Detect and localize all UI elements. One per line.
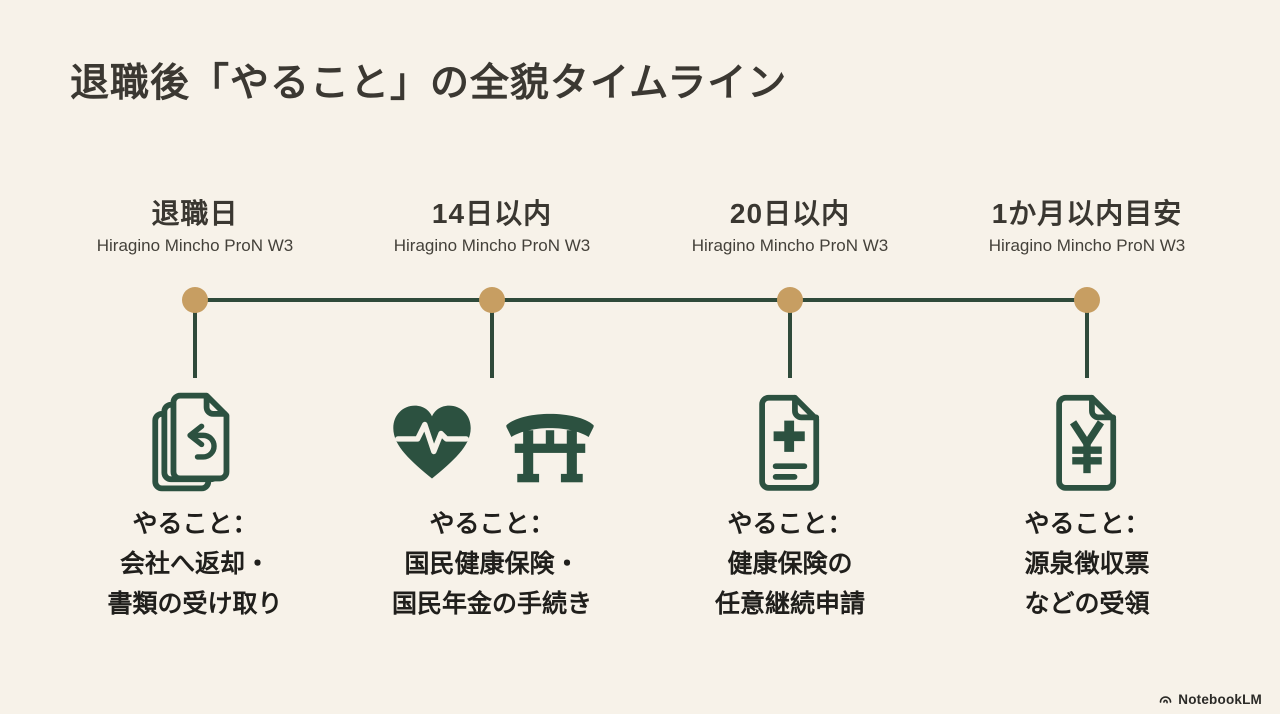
timeline-drop-line: [490, 300, 494, 378]
notebooklm-watermark: NotebookLM: [1158, 692, 1262, 707]
timeline-drop-line: [788, 300, 792, 378]
notebooklm-brand-text: NotebookLM: [1178, 692, 1262, 707]
task-text: やること： 源泉徴収票 などの受領: [1024, 510, 1150, 618]
yen-document-icon: [1046, 391, 1128, 493]
torii-gate-icon: [503, 400, 597, 484]
timeline-dot: [182, 287, 208, 313]
milestone-heading: 退職日: [151, 198, 239, 229]
timeline-dot: [1074, 287, 1100, 313]
timeline-dot: [479, 287, 505, 313]
milestone-heading: 14日以内: [431, 198, 553, 229]
milestone-column-14days: 14日以内 Hiragino Mincho ProN W3: [342, 192, 642, 632]
page-title: 退職後「やること」の全貌タイムライン: [70, 62, 788, 105]
timeline-drop-line: [1085, 300, 1089, 378]
milestone-subheading: Hiragino Mincho ProN W3: [96, 236, 294, 255]
task-text: やること： 健康保険の 任意継続申請: [714, 510, 865, 618]
milestone-subheading: Hiragino Mincho ProN W3: [691, 236, 889, 255]
medical-document-icon: [749, 391, 831, 493]
timeline-drop-line: [193, 300, 197, 378]
milestone-column-1month: 1か月以内目安 Hiragino Mincho ProN W3 やる: [937, 192, 1237, 632]
timeline-dot: [777, 287, 803, 313]
milestone-column-taishokubi: 退職日 Hiragino Mincho ProN W3 やること： 会社へ返却・…: [45, 192, 345, 632]
stacked-documents-return-icon: [148, 389, 242, 495]
notebooklm-logo-icon: [1158, 692, 1173, 707]
timeline-horizontal-line: [195, 298, 1087, 302]
milestone-subheading: Hiragino Mincho ProN W3: [393, 236, 591, 255]
milestone-subheading: Hiragino Mincho ProN W3: [988, 236, 1186, 255]
task-text: やること： 国民健康保険・ 国民年金の手続き: [391, 510, 592, 618]
milestone-column-20days: 20日以内 Hiragino Mincho ProN W3 やること： 健康保険…: [640, 192, 940, 632]
milestone-heading: 1か月以内目安: [991, 198, 1183, 229]
milestone-heading: 20日以内: [729, 198, 851, 229]
heart-pulse-icon: [387, 401, 477, 484]
task-text: やること： 会社へ返却・ 書類の受け取り: [107, 510, 283, 618]
